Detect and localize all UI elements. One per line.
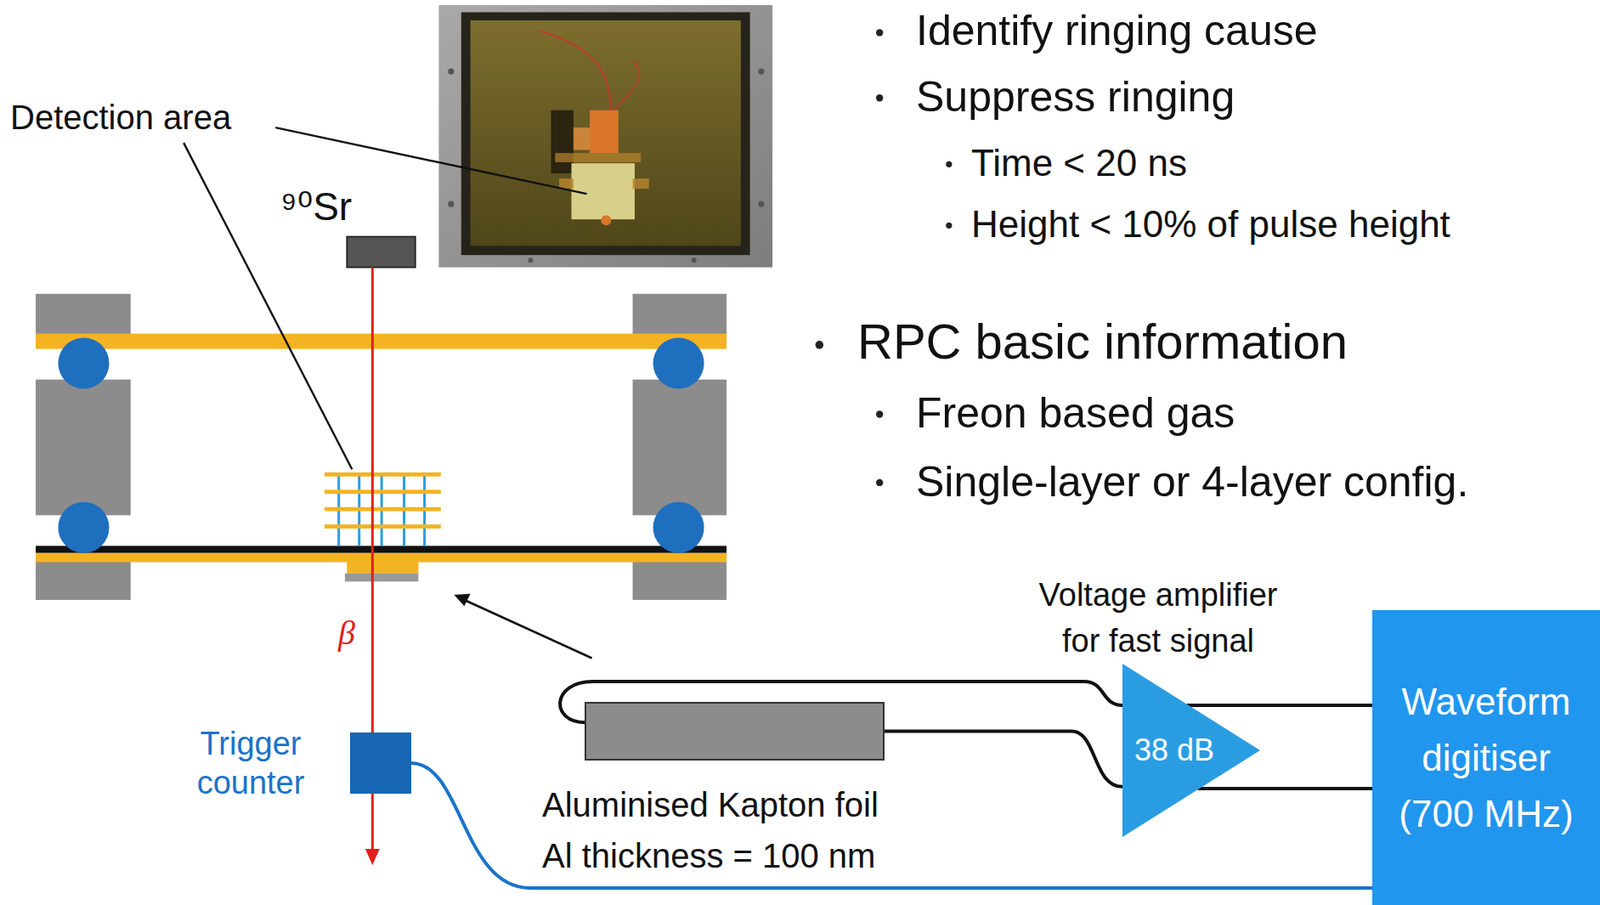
sub-bullet-text: Freon based gas — [915, 387, 1235, 439]
pointer-arrowhead — [453, 593, 470, 606]
kapton-foil: Aluminised Kapton foil Al thickness = 10… — [584, 701, 885, 761]
amplifier-shape — [1122, 663, 1261, 837]
trigger-counter: Trigger counter — [350, 732, 412, 794]
sub-bullet-text: Single-layer or 4-layer config. — [915, 456, 1469, 508]
callout-label: Detection area — [10, 96, 232, 138]
bullet-heading: RPC basic information — [857, 311, 1348, 372]
waveform-digitiser: Waveform digitiser (700 MHz) — [1372, 610, 1600, 905]
bullet-text: Suppress ringing — [915, 71, 1235, 123]
signal-cable — [1187, 703, 1373, 707]
bullet-text: Identify ringing cause — [915, 5, 1318, 57]
leader-line — [183, 142, 352, 470]
node-label: Waveform digitiser (700 MHz) — [1380, 673, 1592, 843]
sub-bullet-text: Height < 10% of pulse height — [971, 202, 1451, 248]
node-label: Trigger counter — [169, 723, 332, 803]
signal-cable — [1198, 786, 1373, 791]
node-label: Aluminised Kapton foil Al thickness = 10… — [542, 779, 908, 882]
rpc-chamber — [35, 293, 727, 600]
sub-bullet-text: Time < 20 ns — [971, 141, 1188, 187]
signal-cable — [884, 731, 1123, 787]
isotope-label: ⁹⁰Sr — [280, 183, 352, 231]
leader-line — [275, 127, 587, 194]
particle-label: β — [338, 612, 356, 654]
gain-value: 38 dB — [1134, 731, 1215, 769]
trigger-cable — [411, 763, 1373, 888]
beta-arrowhead — [365, 848, 380, 866]
node-heading: Voltage amplifier for fast signal — [1026, 571, 1290, 664]
voltage-amplifier: Voltage amplifier for fast signal38 dB — [1122, 663, 1261, 837]
chamber-photo — [438, 5, 773, 268]
source-block — [346, 237, 415, 268]
pointer-arrow — [463, 599, 592, 658]
